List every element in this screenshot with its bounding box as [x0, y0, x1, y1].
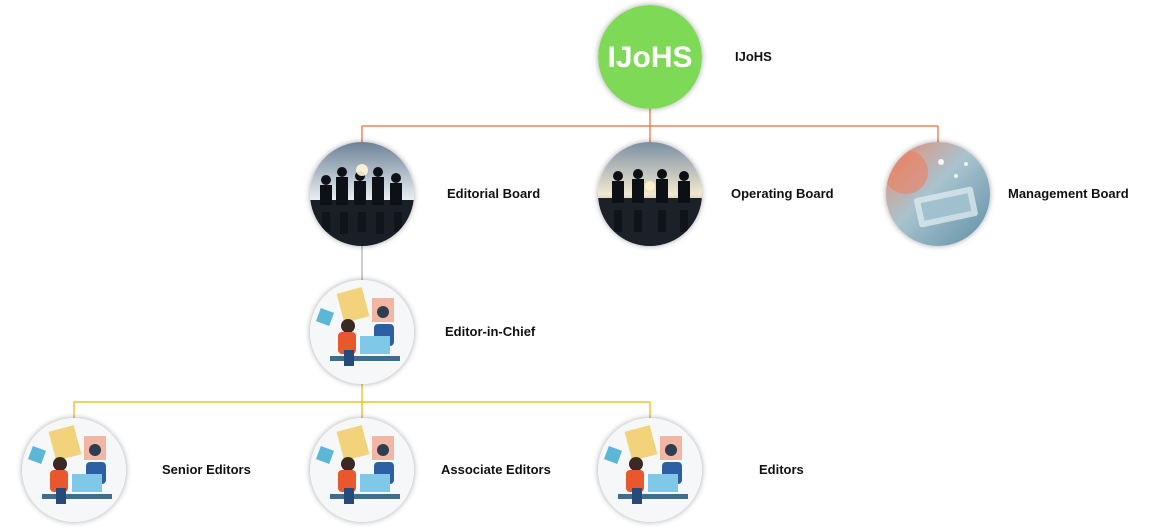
editors-image	[598, 418, 702, 522]
editors-label: Editors	[759, 462, 804, 477]
logo-text: IJoHS	[607, 41, 692, 74]
associate-editors-label: Associate Editors	[441, 462, 551, 477]
editor-in-chief-label: Editor-in-Chief	[445, 324, 536, 339]
senior-editors-label: Senior Editors	[162, 462, 251, 477]
senior-editors-image	[22, 418, 126, 522]
operating-board-image	[598, 142, 702, 246]
editor-in-chief-image	[310, 280, 414, 384]
root-label: IJoHS	[735, 49, 772, 64]
connector-root-boards	[361, 108, 939, 143]
operating-board-label: Operating Board	[731, 186, 834, 201]
associate-editors-image	[310, 418, 414, 522]
connector-chief-editors	[73, 384, 651, 418]
ijohs-logo-node: IJoHS	[598, 5, 702, 109]
management-board-label: Management Board	[1008, 186, 1129, 201]
management-board-image	[886, 142, 990, 246]
editorial-board-label: Editorial Board	[447, 186, 541, 201]
editorial-board-image	[310, 142, 414, 246]
